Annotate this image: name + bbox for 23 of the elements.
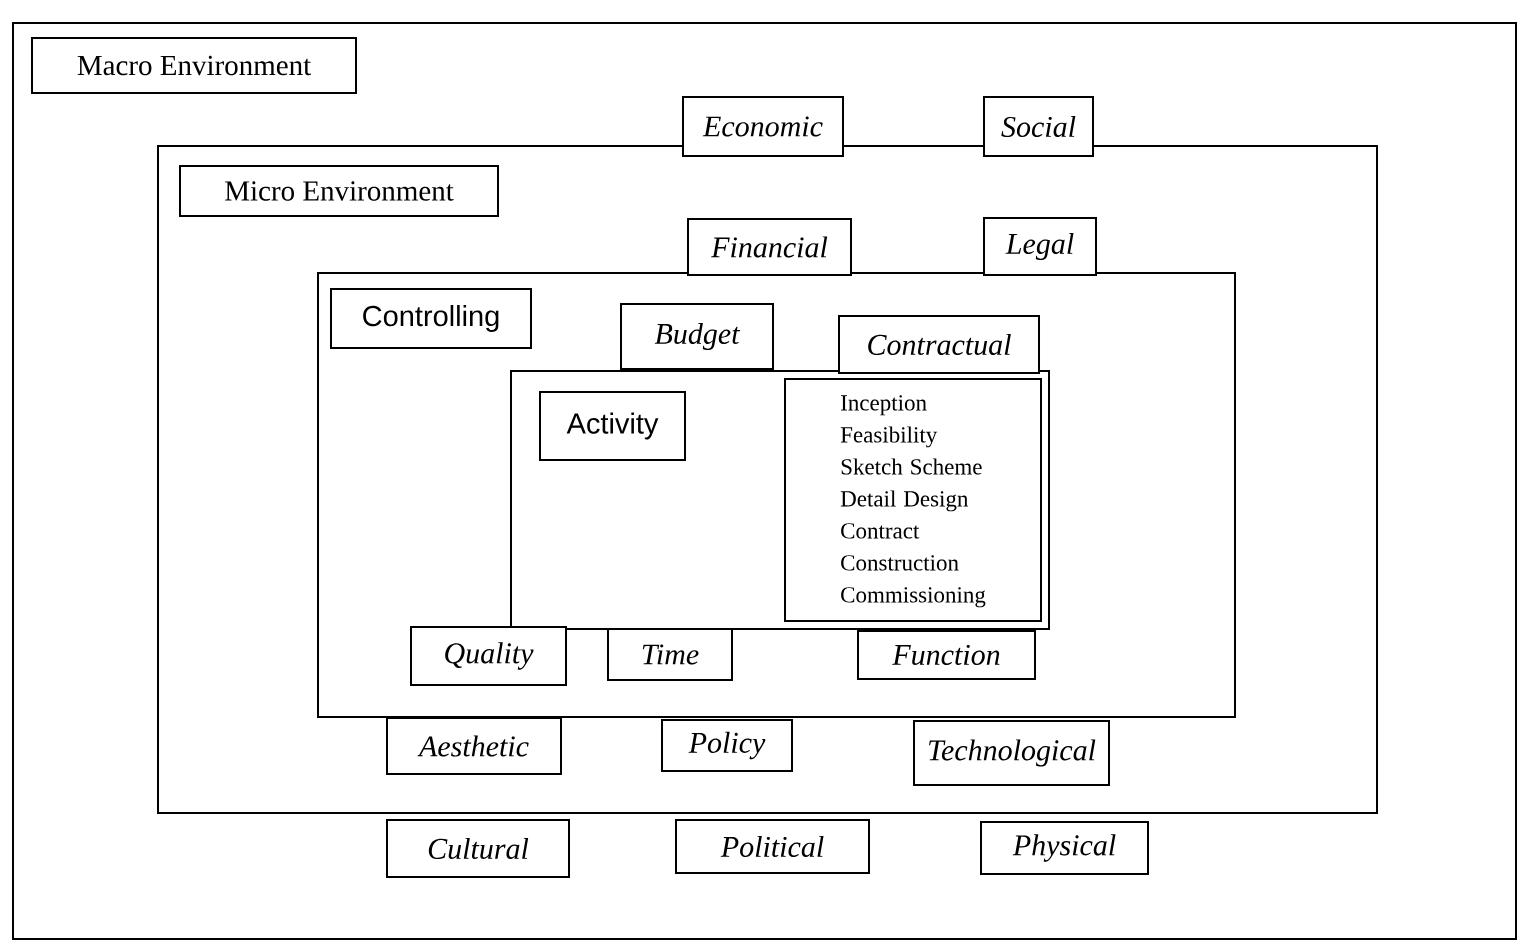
factor-box: Budget (620, 303, 774, 370)
factor-box: Cultural (386, 819, 570, 878)
factor-box: Time (607, 628, 733, 681)
heading-box: Macro Environment (31, 37, 357, 94)
factor-box: Policy (661, 719, 793, 772)
factor-box: Quality (410, 626, 567, 686)
factor-box: Contractual (838, 315, 1040, 374)
factor-box: Legal (983, 217, 1097, 276)
heading-box: Activity (539, 391, 686, 461)
stage-list-box: Inception Feasibility Sketch Scheme Detail Design Contract Construction Commissioning (784, 378, 1042, 622)
factor-box: Physical (980, 821, 1149, 875)
factor-box: Financial (687, 218, 852, 276)
factor-box: Social (983, 96, 1094, 157)
factor-box: Economic (682, 96, 844, 157)
heading-box: Controlling (330, 288, 532, 349)
heading-box: Micro Environment (179, 165, 499, 217)
factor-box: Aesthetic (386, 717, 562, 775)
factor-box: Political (675, 819, 870, 874)
outer-frame (12, 22, 1517, 940)
nested-frame (317, 272, 1236, 718)
nested-frame (157, 145, 1378, 814)
factor-box: Function (857, 630, 1036, 680)
factor-box: Technological (913, 720, 1110, 786)
